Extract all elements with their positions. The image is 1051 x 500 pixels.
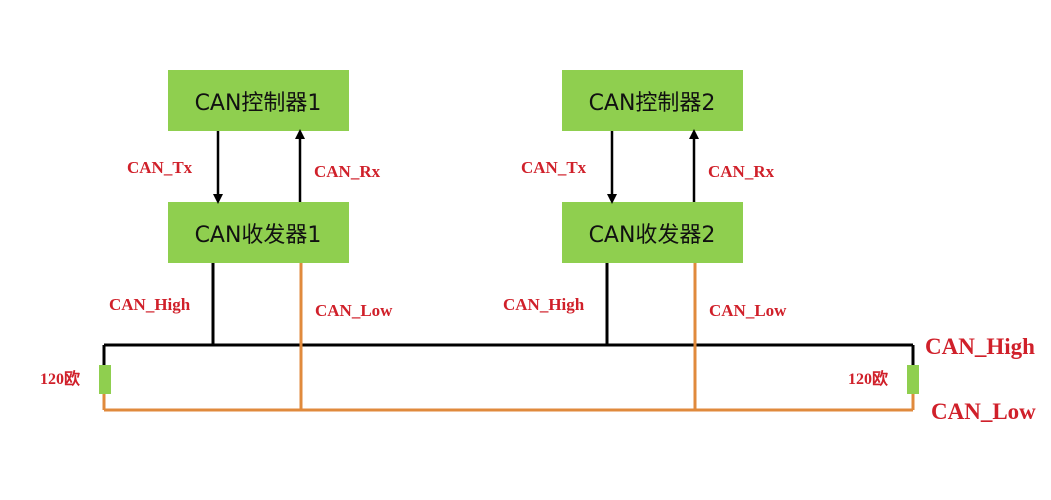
tx-label-1: CAN_Tx [127, 158, 193, 177]
transceiver-1-label: CAN收发器1 [195, 223, 322, 248]
rx-label-1: CAN_Rx [314, 162, 381, 181]
bus-can-high-label: CAN_High [925, 334, 1035, 359]
controller-2-box [562, 70, 743, 131]
resistor-right-body [907, 365, 919, 394]
controller-2-label: CAN控制器2 [589, 91, 716, 116]
resistor-left-body [99, 365, 111, 394]
transceiver-2-label: CAN收发器2 [589, 223, 716, 248]
node-2-can-high-label: CAN_High [503, 295, 585, 314]
termination-resistor-left: 120欧 [40, 345, 111, 410]
node-2-can-low-label: CAN_Low [709, 301, 787, 320]
transceiver-1-box [168, 202, 349, 263]
node-1-can-high-label: CAN_High [109, 295, 191, 314]
controller-1-label: CAN控制器1 [195, 91, 322, 116]
can-node-1: CAN控制器1 CAN收发器1 CAN_Tx CAN_Rx CAN_High C… [109, 70, 393, 410]
can-node-2: CAN控制器2 CAN收发器2 CAN_Tx CAN_Rx CAN_High C… [503, 70, 787, 410]
node-1-can-low-label: CAN_Low [315, 301, 393, 320]
resistor-right-label: 120欧 [848, 369, 888, 388]
bus-can-low-label: CAN_Low [931, 399, 1036, 424]
controller-1-box [168, 70, 349, 131]
tx-label-2: CAN_Tx [521, 158, 587, 177]
resistor-left-label: 120欧 [40, 369, 80, 388]
transceiver-2-box [562, 202, 743, 263]
rx-label-2: CAN_Rx [708, 162, 775, 181]
termination-resistor-right: 120欧 [848, 345, 919, 410]
